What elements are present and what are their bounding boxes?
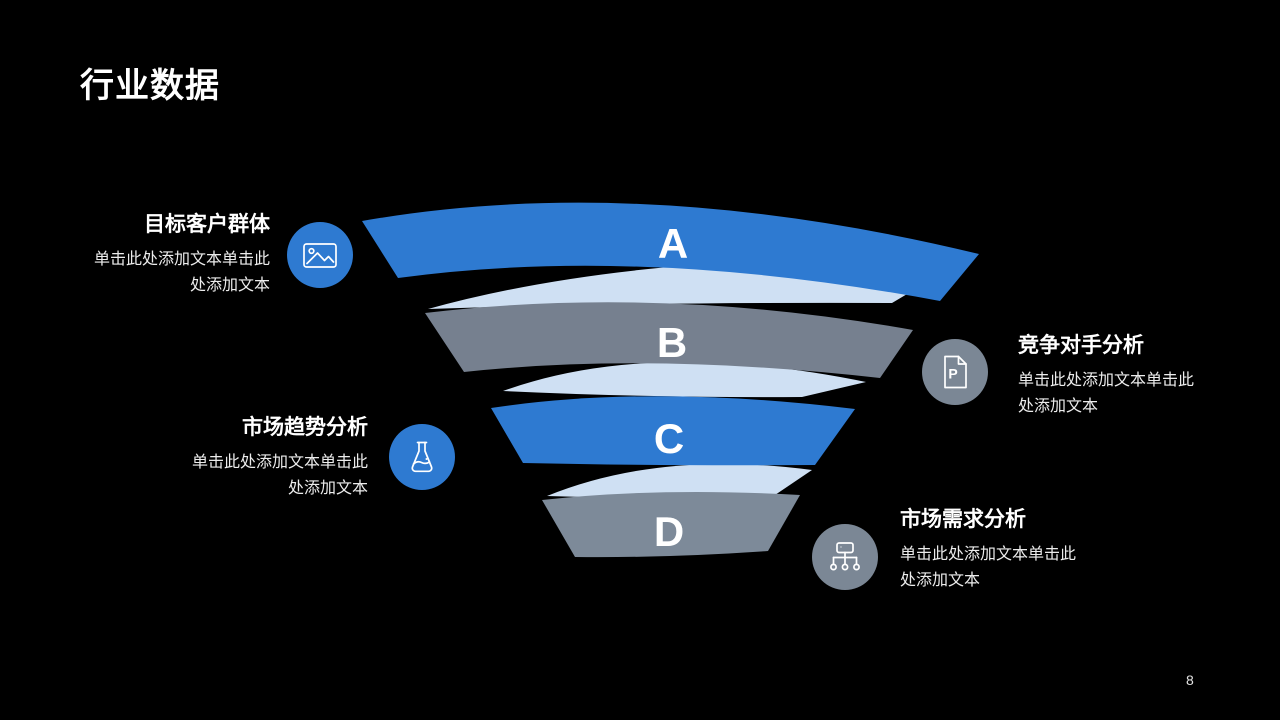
funnel-level-d-label: D: [654, 508, 684, 555]
document-p-icon: P: [922, 339, 988, 405]
page-number: 8: [1186, 672, 1194, 688]
image-icon: [287, 222, 353, 288]
info-item-body-line2: 处添加文本: [1018, 398, 1099, 415]
sitemap-icon: [812, 524, 878, 590]
funnel-connector-2: [503, 362, 866, 398]
svg-text:P: P: [948, 366, 957, 382]
info-item-title: 市场趋势分析: [242, 416, 368, 439]
info-item-body-line1: 单击此处添加文本单击此: [900, 546, 1077, 563]
info-item-market-trend-analysis: 市场趋势分析 单击此处添加文本单击此 处添加文本: [158, 416, 368, 502]
funnel-level-a-label: A: [658, 220, 688, 267]
info-item-body-line1: 单击此处添加文本单击此: [1018, 372, 1195, 389]
info-item-title: 目标客户群体: [144, 213, 270, 236]
info-item-body-line2: 处添加文本: [189, 277, 270, 294]
flask-icon: [389, 424, 455, 490]
info-item-body-line2: 处添加文本: [900, 572, 981, 589]
funnel-band-b: [425, 302, 913, 378]
info-item-title: 竞争对手分析: [1018, 334, 1144, 357]
funnel-band-c: [491, 396, 855, 466]
funnel-band-d: [542, 491, 800, 558]
info-item-body-line1: 单击此处添加文本单击此: [93, 251, 270, 268]
page-title: 行业数据: [80, 67, 220, 105]
info-item-competitor-analysis: 竞争对手分析 单击此处添加文本单击此 处添加文本: [1018, 334, 1238, 420]
funnel-band-a: [362, 202, 979, 301]
info-item-target-customers: 目标客户群体 单击此处添加文本单击此 处添加文本: [60, 213, 270, 299]
funnel-level-c-label: C: [654, 415, 684, 462]
info-item-title: 市场需求分析: [900, 508, 1026, 531]
info-item-body-line2: 处添加文本: [287, 480, 368, 497]
info-item-body-line1: 单击此处添加文本单击此: [191, 454, 368, 471]
funnel-connector-3: [547, 463, 812, 498]
info-item-market-demand-analysis: 市场需求分析 单击此处添加文本单击此 处添加文本: [900, 508, 1120, 594]
funnel-level-b-label: B: [657, 319, 687, 366]
